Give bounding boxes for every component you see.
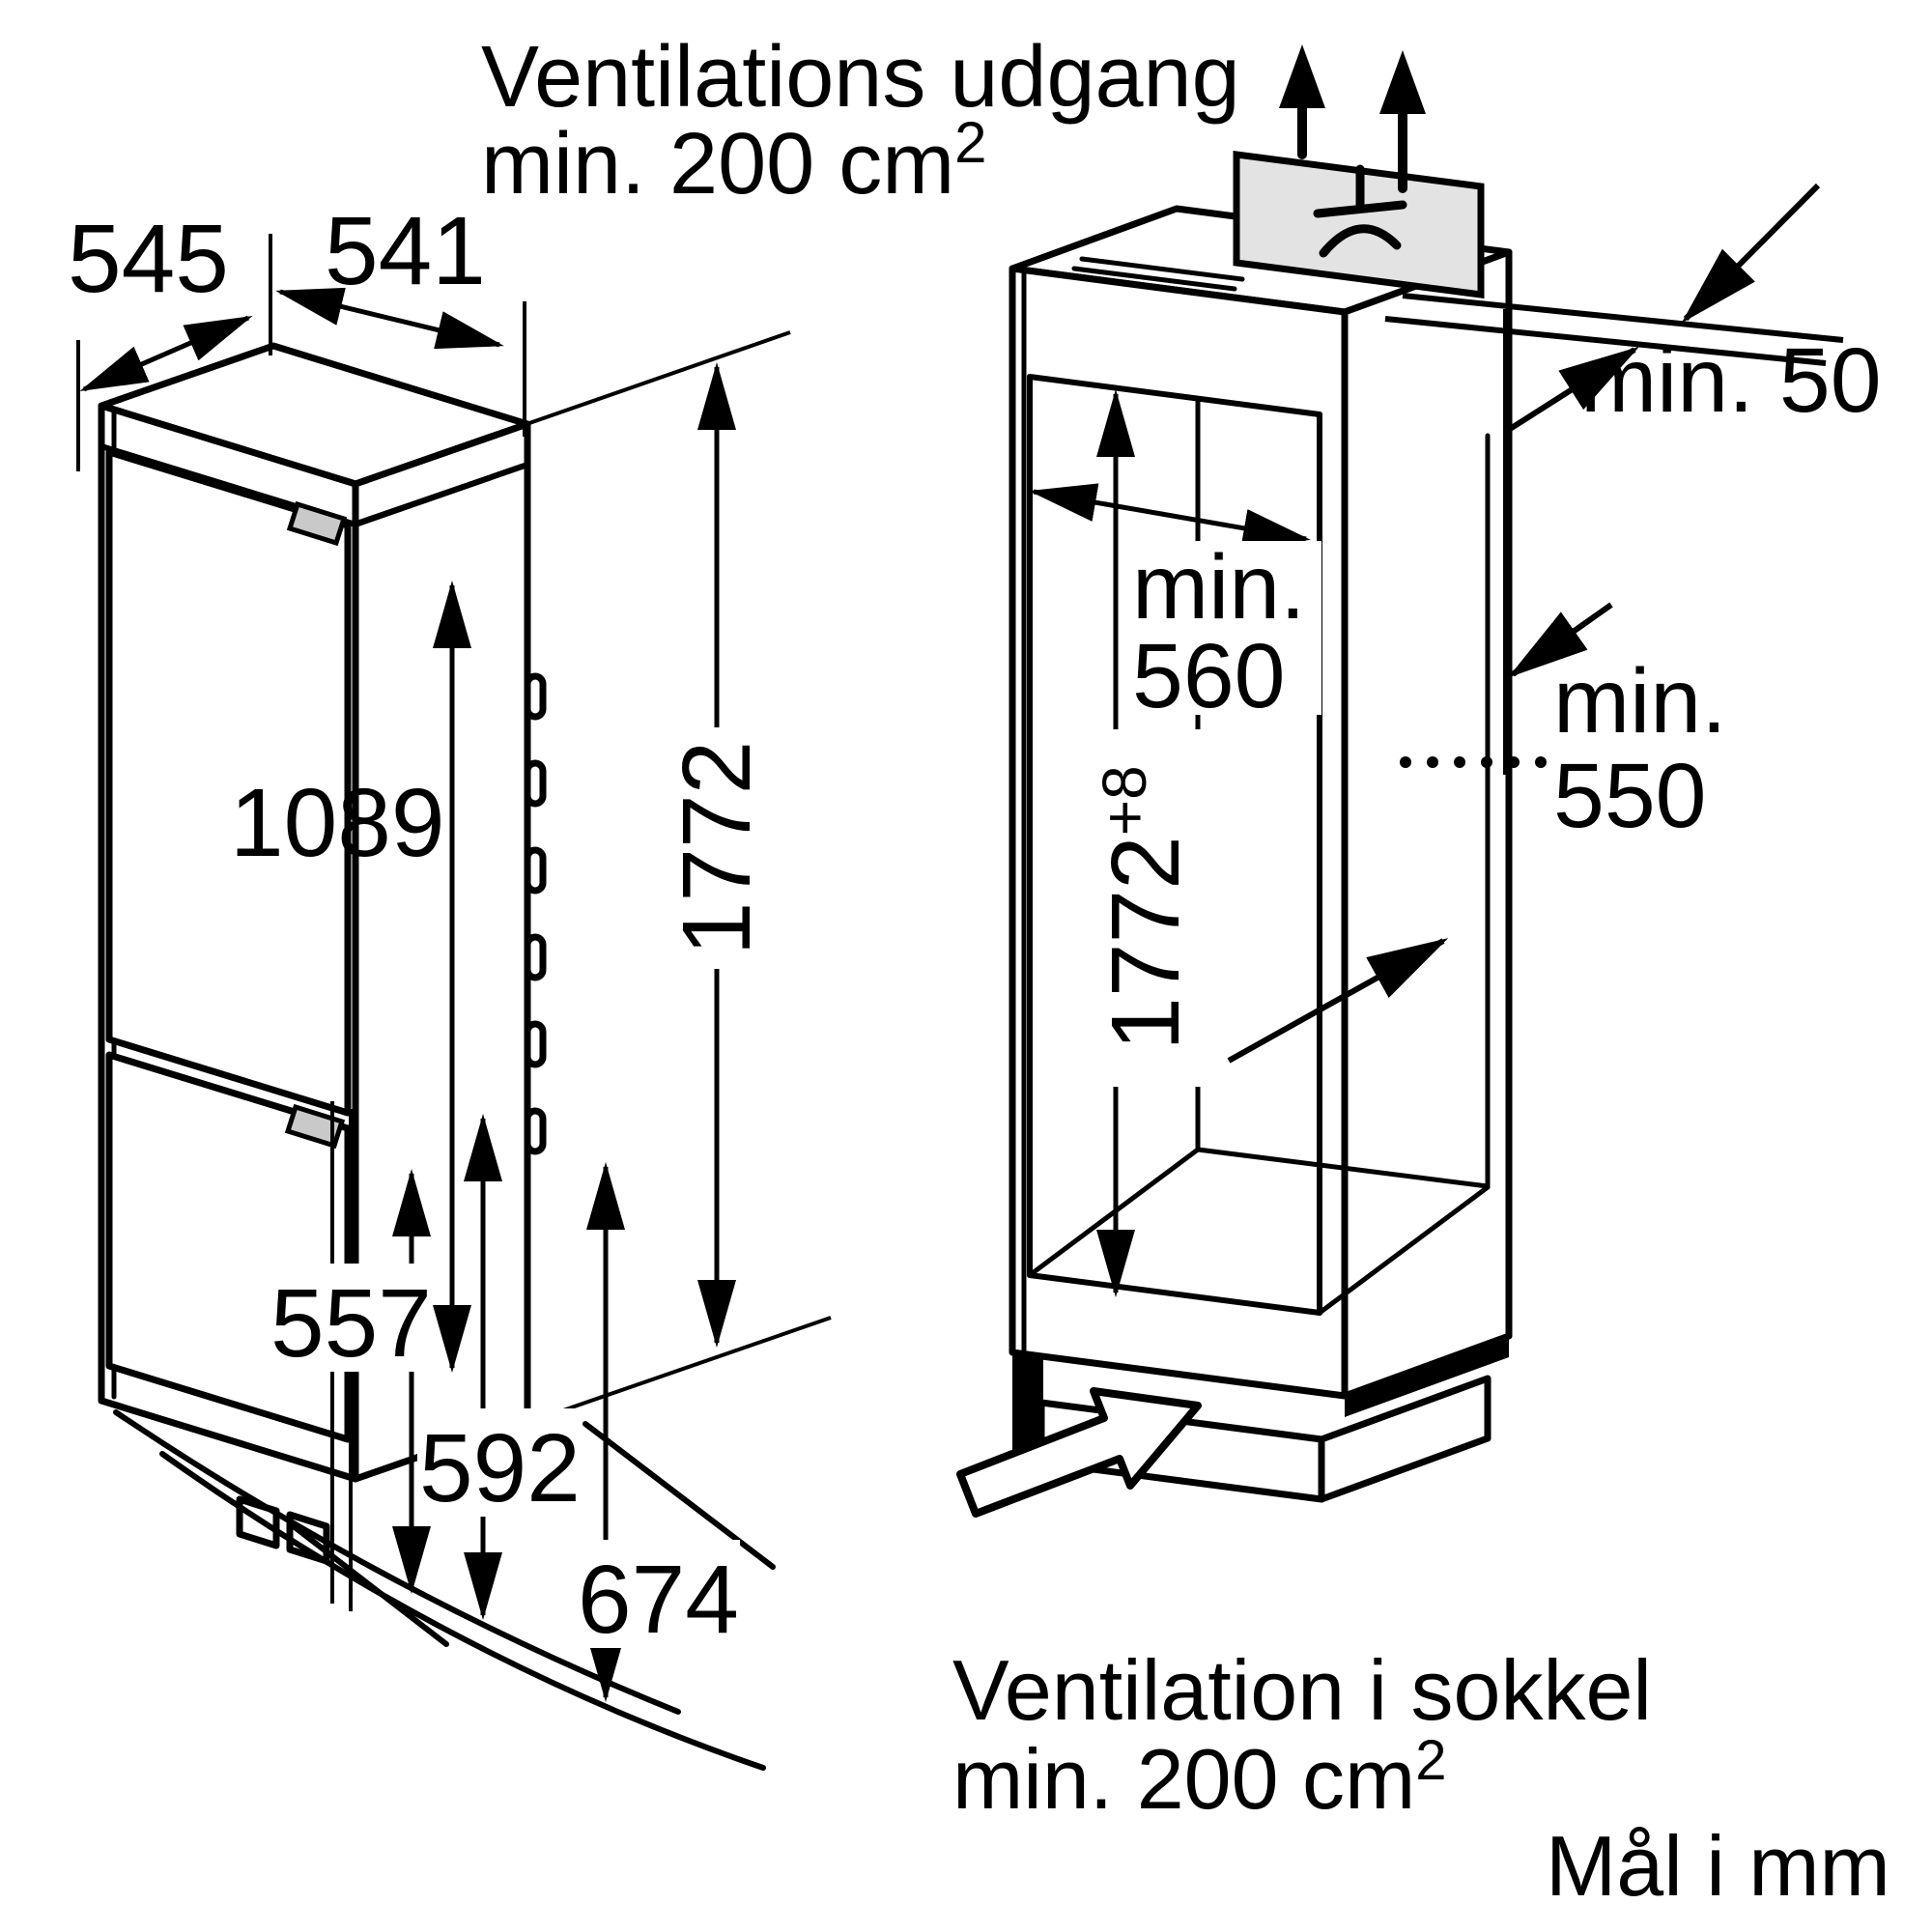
hinge-bump-icon (524, 846, 547, 895)
rear-wall-plane-line (1402, 293, 1844, 343)
dim-label-clearance-592: 592 (419, 1414, 581, 1522)
door-swing-arc-outer (159, 1451, 766, 1771)
ext-line-1772-bottom (540, 1316, 832, 1420)
open-door-edge-line (287, 1520, 449, 1647)
dim-label-niche-height: 1772+8 (1090, 765, 1200, 1050)
dot (1508, 756, 1520, 768)
gap-arrow-upper (1681, 183, 1821, 324)
footer-note: Ventilation i sokkel min. 200 cm2 Mål i … (952, 1642, 1890, 1914)
airflow-arrow-head (1279, 44, 1325, 108)
dim-label-depth-min: min. (1553, 650, 1726, 753)
ext-line-1772-top (528, 330, 791, 425)
base-airflow-hollow-arrow-icon (956, 1387, 1202, 1518)
dim-label-depth-545: 545 (68, 205, 229, 313)
appliance-figure: 545 541 1089 557 592 674 1772 (68, 197, 832, 1771)
footer-line2-superscript: 2 (1415, 1729, 1446, 1792)
dim-arrow-545 (79, 315, 253, 392)
niche-floor-right-edge (1317, 1184, 1491, 1316)
airflow-arrow-head (1379, 50, 1426, 114)
dot (1427, 756, 1438, 768)
niche-figure: min. 560 1772+8 min. 50 min. 550 (956, 44, 1882, 1518)
dim-arrow-541 (275, 287, 504, 350)
dim-label-depth-550: 550 (1553, 745, 1707, 847)
hinge-bump-icon (524, 933, 547, 981)
niche-lintel-bottom-edge (1027, 374, 1322, 417)
header-line2-main: min. 200 cm (481, 116, 954, 213)
dot (1481, 756, 1492, 768)
appliance-dimension-lines (76, 234, 832, 1702)
niche-height-value: 1772 (1092, 836, 1200, 1050)
upper-door-handle-recess (286, 500, 348, 547)
ext-line-1089-top (358, 464, 523, 524)
dot (1535, 756, 1547, 768)
rear-gap-annotation (1384, 183, 1844, 434)
rear-wall-plane-line (1384, 316, 1827, 366)
hinge-bump-icon (524, 759, 547, 808)
top-groove-line (1079, 256, 1245, 282)
pointer-arrow-min550 (1508, 602, 1613, 678)
label-pad (576, 1540, 740, 1648)
dim-label-niche-width-560: 560 (1132, 625, 1286, 727)
dim-arrow-min560 (1029, 483, 1311, 548)
dim-label-lower-door-557: 557 (270, 1269, 432, 1378)
dot (1454, 756, 1465, 768)
label-pad (1072, 729, 1217, 1087)
hinge-bump-icon (524, 1020, 547, 1068)
dim-label-upper-door-1089: 1089 (230, 769, 444, 877)
label-pad (269, 1264, 433, 1372)
depth-annotation (1400, 309, 1613, 775)
hinge-bumps (524, 672, 547, 1155)
gap-arrow-lower (1505, 346, 1640, 434)
niche-floor-back-edge (1195, 1147, 1491, 1189)
units-note: Mål i mm (1546, 1818, 1890, 1914)
label-pad (657, 727, 777, 969)
plinth-side-panel (1318, 1375, 1492, 1503)
label-pad (417, 1408, 580, 1517)
dotted-depth-line (1400, 756, 1547, 768)
airflow-up-arrow-icon (1379, 50, 1426, 193)
header-note: Ventilations udgang min. 200 cm2 (481, 29, 1240, 213)
footer-line2-main: min. 200 cm (952, 1731, 1415, 1827)
dim-label-width-541: 541 (325, 197, 486, 305)
hinge-bump-icon (524, 672, 547, 721)
dim-label-total-height-1772: 1772 (663, 741, 771, 955)
top-groove-line (1071, 266, 1237, 292)
plinth-right-wedge (1345, 1336, 1509, 1417)
footer-line1: Ventilation i sokkel (952, 1642, 1652, 1738)
header-line2-superscript: 2 (954, 110, 986, 175)
header-line1: Ventilations udgang (481, 29, 1240, 126)
niche-floor-front-edge (1027, 1272, 1322, 1316)
cabinet-side-face (1341, 248, 1513, 1400)
appliance-foot (236, 1495, 280, 1549)
dim-label-niche-width-min: min. (1132, 536, 1305, 639)
dim-label-clearance-674: 674 (578, 1546, 739, 1654)
niche-height-tolerance: +8 (1090, 765, 1159, 836)
plinth-left-cap (1012, 1352, 1043, 1464)
label-pad (1128, 541, 1321, 715)
upper-door (105, 448, 352, 1117)
hinge-bump-icon (524, 1107, 547, 1155)
pointer-arrow-inner-wall (1227, 938, 1449, 1064)
airflow-up-arrow-icon (1279, 44, 1325, 159)
vent-symbol-arc (1319, 224, 1402, 258)
vent-symbol-icon (1313, 164, 1407, 258)
dot (1400, 756, 1411, 768)
dim-label-rear-gap-min50: min. 50 (1580, 329, 1882, 432)
vent-symbol-bar (1313, 200, 1407, 218)
header-line2: min. 200 cm2 (481, 110, 987, 213)
footer-line2: min. 200 cm2 (952, 1729, 1447, 1827)
